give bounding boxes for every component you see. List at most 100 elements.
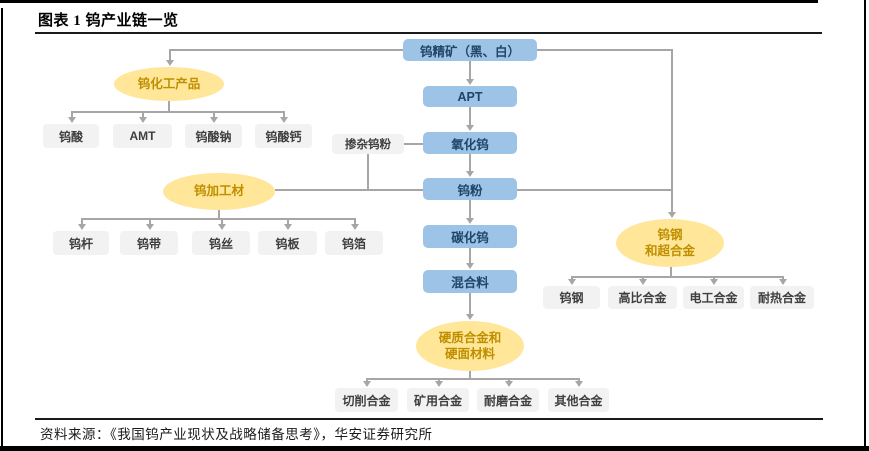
arrow-down-icon xyxy=(639,279,647,285)
arrow-down-icon xyxy=(68,117,76,123)
arrow-down-icon xyxy=(710,279,718,285)
connector-apt-oxide xyxy=(469,107,471,125)
group-label-line2: 和超合金 xyxy=(644,244,695,258)
leaf-cutting-alloy: 切削合金 xyxy=(335,388,398,412)
connector-steel-child xyxy=(782,276,784,280)
node-tungsten-oxide: 氧化钨 xyxy=(423,132,517,154)
bottom-border-bar xyxy=(0,446,869,451)
figure-title: 图表 1 钨产业链一览 xyxy=(38,13,179,29)
arrow-down-icon xyxy=(466,263,474,269)
leaf-electrical-alloy: 电工合金 xyxy=(683,286,744,309)
arrow-down-icon xyxy=(78,224,86,230)
arrow-down-icon xyxy=(284,224,292,230)
node-apt: APT xyxy=(423,86,517,107)
connector-concentrate-apt xyxy=(469,61,471,79)
leaf-heat-resistant-alloy: 耐热合金 xyxy=(750,286,814,309)
leaf-high-density-alloy: 高比合金 xyxy=(608,286,677,309)
leaf-tungsten-foil: 钨箔 xyxy=(325,231,383,255)
group-label: 钨加工材 xyxy=(193,184,244,199)
left-border-line xyxy=(1,8,3,448)
connector-hard-child xyxy=(366,378,368,382)
arrow-down-icon xyxy=(505,381,513,387)
arrow-down-icon xyxy=(668,212,676,218)
connector-chemical-child xyxy=(213,111,215,117)
connector-hard-child xyxy=(578,378,580,382)
source-overline xyxy=(35,418,823,420)
node-tungsten-concentrate: 钨精矿（黑、白） xyxy=(403,39,537,61)
connector-processed-spread xyxy=(81,218,354,220)
arrow-down-icon xyxy=(568,279,576,285)
connector-powder-processed xyxy=(275,189,423,191)
group-label-line1: 钨钢 xyxy=(657,227,683,242)
group-label-line2: 硬面材料 xyxy=(444,347,495,361)
connector-processed-child xyxy=(81,218,83,224)
arrow-down-icon xyxy=(466,171,474,177)
arrow-down-icon xyxy=(218,224,226,230)
arrow-down-icon xyxy=(575,381,583,387)
leaf-tungsten-strip: 钨带 xyxy=(120,231,178,255)
connector-processed-child xyxy=(354,218,356,224)
connector-mixture-hard xyxy=(469,293,471,314)
arrow-down-icon xyxy=(466,314,474,320)
connector-hard-spread xyxy=(366,378,578,380)
leaf-tungsten-wire: 钨丝 xyxy=(192,231,250,255)
arrow-down-icon xyxy=(779,279,787,285)
leaf-amt: AMT xyxy=(113,124,172,148)
node-tungsten-powder: 钨粉 xyxy=(423,178,517,200)
group-label-line1: 硬质合金和 xyxy=(438,330,502,345)
leaf-tungsten-plate: 钨板 xyxy=(258,231,317,255)
leaf-calcium-tungstate: 钨酸钙 xyxy=(255,124,312,148)
title-underline xyxy=(35,32,822,34)
connector-concentrate-steel-v xyxy=(671,49,673,212)
connector-steel-spread xyxy=(571,276,782,278)
arrow-down-icon xyxy=(210,117,218,123)
connector-steel-child xyxy=(642,276,644,280)
arrow-down-icon xyxy=(466,79,474,85)
connector-hard-child xyxy=(438,378,440,382)
connector-processed-child xyxy=(287,218,289,224)
node-tungsten-carbide: 碳化钨 xyxy=(423,225,517,248)
arrow-down-icon xyxy=(351,224,359,230)
connector-processed-child xyxy=(149,218,151,224)
leaf-tungsten-rod: 钨杆 xyxy=(53,231,109,255)
group-label: 钨化工产品 xyxy=(137,76,201,91)
connector-doped-powderline xyxy=(367,154,369,190)
node-doped-tungsten-powder: 掺杂钨粉 xyxy=(332,134,404,154)
arrow-down-icon xyxy=(146,224,154,230)
connector-hard-stub xyxy=(469,371,471,378)
connector-carbide-mixture xyxy=(469,248,471,263)
connector-processed-child xyxy=(221,218,223,224)
connector-powder-steel xyxy=(517,189,673,191)
group-cemented-carbide-hardfacing: 硬质合金和 硬面材料 xyxy=(416,321,524,371)
arrow-down-icon xyxy=(139,117,147,123)
leaf-mining-alloy: 矿用合金 xyxy=(407,388,469,412)
connector-concentrate-steel-h xyxy=(537,49,673,51)
connector-steel-stub xyxy=(670,267,672,276)
arrow-down-icon xyxy=(363,381,371,387)
group-tungsten-steel-superalloy: 钨钢 和超合金 xyxy=(616,219,724,267)
arrow-down-icon xyxy=(466,218,474,224)
arrow-down-icon xyxy=(435,381,443,387)
leaf-tungsten-steel: 钨钢 xyxy=(543,286,600,309)
right-border-line xyxy=(864,0,866,448)
connector-chemical-child xyxy=(283,111,285,117)
connector-chemical-spread xyxy=(71,111,284,113)
connector-powder-carbide xyxy=(469,200,471,218)
connector-hard-child xyxy=(508,378,510,382)
connector-chemical-child xyxy=(71,111,73,117)
group-tungsten-chemical-products: 钨化工产品 xyxy=(114,67,224,101)
connector-oxide-powder xyxy=(469,154,471,171)
arrow-down-icon xyxy=(166,60,174,66)
connector-processed-stub xyxy=(218,210,220,218)
connector-chemical-child xyxy=(142,111,144,117)
connector-chemical-stub xyxy=(168,101,170,111)
top-border-bar xyxy=(0,0,818,3)
leaf-sodium-tungstate: 钨酸钠 xyxy=(185,124,242,148)
leaf-wear-resistant-alloy: 耐磨合金 xyxy=(477,388,539,412)
node-mixture: 混合料 xyxy=(423,270,517,293)
source-note: 资料来源：《我国钨产业现状及战略储备思考》，华安证券研究所 xyxy=(40,427,433,442)
group-tungsten-processed-materials: 钨加工材 xyxy=(163,173,275,210)
connector-doped-oxide xyxy=(404,143,423,145)
connector-concentrate-chemical-v xyxy=(169,49,171,60)
